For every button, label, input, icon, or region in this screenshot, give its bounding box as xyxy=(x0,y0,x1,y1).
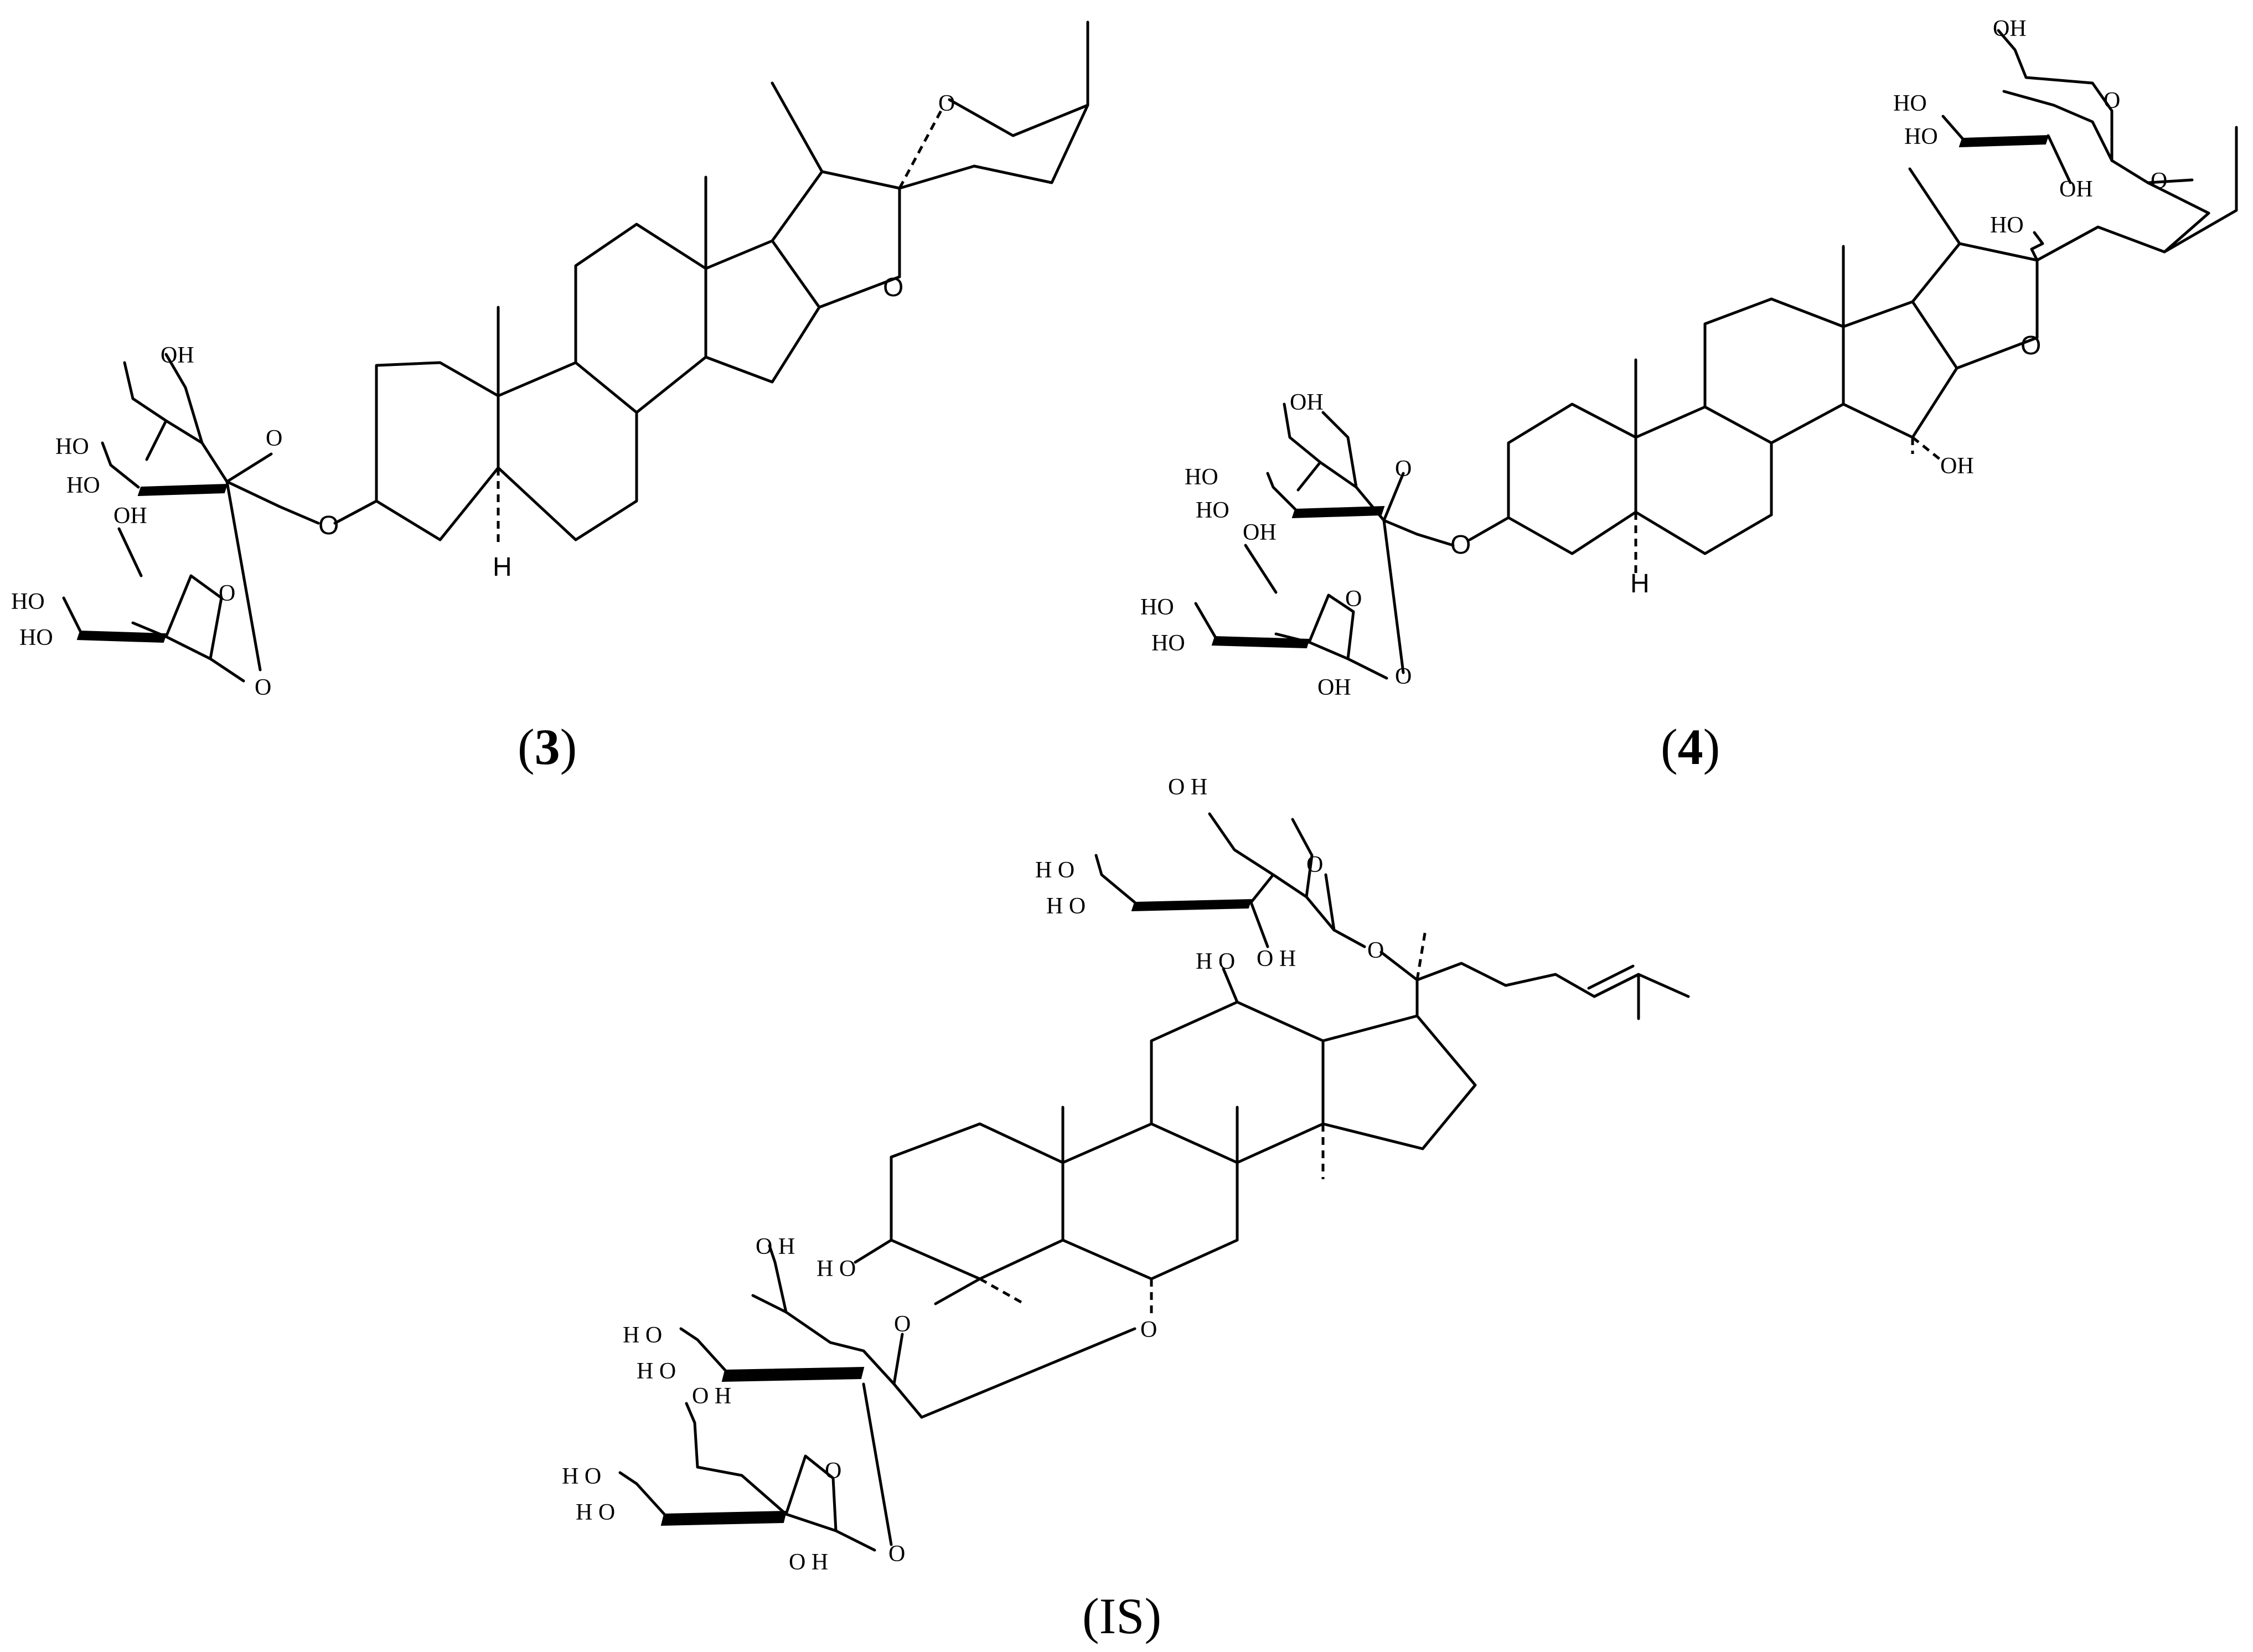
c4-o-top-ring: O xyxy=(2104,88,2120,113)
is-ho-3: H O xyxy=(562,1464,601,1489)
c4-oh-1: OH xyxy=(1290,390,1324,415)
c4-oh-top: OH xyxy=(1993,16,2027,42)
compound-3-structure xyxy=(62,20,1089,683)
c4-ho-2: HO xyxy=(1196,498,1229,523)
c4-oh-3: OH xyxy=(1317,675,1351,700)
is-ho-2: H O xyxy=(637,1359,676,1384)
is-ho-top-2: H O xyxy=(1046,894,1086,919)
caption-internal-standard: (IS) xyxy=(1082,1588,1161,1644)
c3-ho-1: HO xyxy=(55,434,89,460)
c3-ho-4: HO xyxy=(19,625,53,651)
c3-o-furan: O xyxy=(883,273,903,302)
is-oh-top-2: O H xyxy=(1257,946,1296,972)
c4-o-ring-1: O xyxy=(1395,456,1412,482)
c4-o-link: O xyxy=(1395,664,1412,689)
is-ho-top-1: H O xyxy=(1035,858,1074,883)
c4-ho-1: HO xyxy=(1185,464,1218,490)
c3-o-ring-1: O xyxy=(266,426,282,451)
c3-h-5alpha: H xyxy=(493,553,512,582)
c4-oh-top-2: OH xyxy=(2059,177,2093,202)
internal-standard-structure xyxy=(618,812,1690,1552)
c4-ho-3: HO xyxy=(1140,595,1174,620)
c3-o-ring-2: O xyxy=(219,581,235,606)
is-o-link: O xyxy=(888,1541,905,1567)
c4-ho-4: HO xyxy=(1151,631,1185,656)
compound-4-structure xyxy=(1194,29,2238,680)
c3-ho-3: HO xyxy=(11,589,45,615)
c4-o-top-link: O xyxy=(2151,168,2167,194)
c4-oh-c15: OH xyxy=(1940,453,1974,479)
c4-o-furan: O xyxy=(2021,331,2041,360)
caption-compound-3: (3) xyxy=(518,719,577,775)
c3-o-pyran: O xyxy=(938,91,955,116)
c3-oh-2: OH xyxy=(113,503,147,529)
is-o-c20: O xyxy=(1367,938,1384,963)
c4-ho-top-2: HO xyxy=(1904,124,1938,149)
c4-o-glycosidic: O xyxy=(1450,530,1471,560)
is-oh-3: O H xyxy=(789,1550,828,1575)
c4-ho-c22: HO xyxy=(1990,213,2024,238)
c4-oh-2: OH xyxy=(1243,520,1277,545)
is-oh-2: O H xyxy=(692,1383,731,1409)
is-o-top-ring: O xyxy=(1306,852,1323,877)
is-ho-c12: H O xyxy=(1196,949,1235,974)
is-o-c6: O xyxy=(1140,1317,1157,1343)
is-o-ring-1: O xyxy=(894,1312,911,1337)
c4-o-ring-2: O xyxy=(1345,586,1362,612)
caption-compound-4: (4) xyxy=(1661,719,1720,775)
c3-o-glycosidic: O xyxy=(318,511,339,540)
is-oh-top: O H xyxy=(1168,775,1207,800)
is-ho-1: H O xyxy=(623,1323,662,1348)
c4-ho-top-1: HO xyxy=(1893,91,1927,116)
is-o-ring-2: O xyxy=(825,1458,841,1484)
c3-ho-2: HO xyxy=(66,473,100,498)
c3-oh-1: OH xyxy=(161,343,194,368)
is-oh-1: O H xyxy=(756,1234,795,1259)
is-ho-4: H O xyxy=(576,1500,615,1525)
c4-h-5alpha: H xyxy=(1630,569,1650,598)
c3-o-link: O xyxy=(255,675,271,700)
is-ho-c3: H O xyxy=(817,1256,856,1282)
